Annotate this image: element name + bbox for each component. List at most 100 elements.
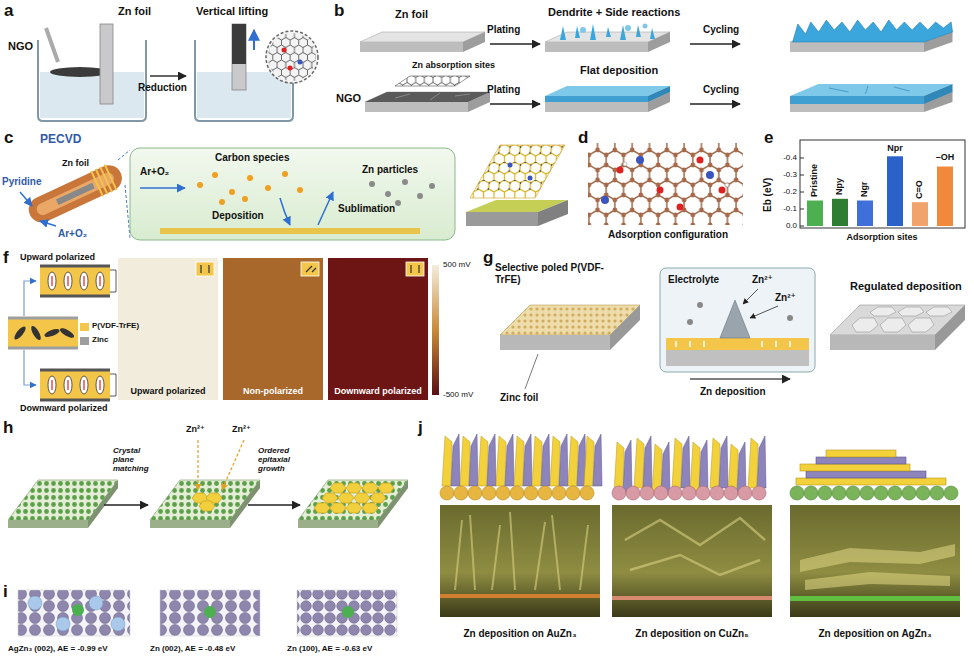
tick-label: –OH: [936, 152, 955, 162]
legend-text: Zinc: [92, 335, 108, 344]
growth-schematic: [454, 486, 468, 500]
sem-image: [440, 594, 600, 598]
sem-image: [790, 596, 960, 601]
adsorption-lattice: [601, 196, 609, 204]
growth-schematic: [468, 486, 482, 500]
deposition-mechanism: [687, 302, 793, 325]
growth-schematic: [440, 486, 454, 500]
chamber: [297, 187, 303, 193]
graphene-sheet: [466, 145, 568, 226]
deposition-mechanism: [666, 350, 809, 366]
growth-schematic: [738, 486, 752, 500]
inset-graphene: [298, 60, 303, 65]
annotation: Regulated deposition: [850, 280, 962, 293]
growth-schematic: [442, 434, 460, 486]
pecvd-tube: [35, 171, 116, 217]
panel-letter: i: [3, 582, 8, 602]
annotation: Ordered epitaxial growth: [258, 446, 300, 474]
bar-chart: [857, 201, 873, 227]
annotation: Plating: [487, 24, 520, 36]
regulated-zinc-slab: [908, 318, 934, 332]
epitaxial-slab: [314, 503, 330, 513]
adsorption-lattice: [719, 187, 726, 194]
zn-foil-slab: [360, 32, 485, 52]
epitaxial-slab: [378, 483, 394, 493]
deposition-mechanism: [666, 338, 809, 350]
chamber: [265, 185, 271, 191]
kpfm-image: [201, 265, 419, 273]
chamber: [130, 148, 455, 240]
polarization-schematic: [8, 318, 78, 348]
growth-schematic: [804, 486, 818, 500]
growth-schematic: [640, 486, 654, 500]
tick-label: -0.2: [783, 187, 797, 196]
bar-chart: [912, 202, 928, 226]
flat-deposit-slab: [648, 86, 670, 102]
growth-schematic: [800, 464, 910, 471]
polarization-schematic: [29, 325, 42, 342]
lattice-image: [18, 590, 130, 636]
epitaxial-slab: [346, 503, 362, 513]
pecvd-tube: [25, 161, 127, 227]
inset-graphene: [282, 48, 287, 53]
graphene-sheet: [466, 212, 538, 226]
legend-swatch: [80, 337, 89, 345]
growth-schematic: [672, 436, 690, 488]
regulated-zinc-slab: [898, 307, 924, 316]
epitaxial-slab: [322, 493, 338, 503]
deposition-mechanism: [690, 378, 790, 380]
dendrite-slab: [625, 25, 631, 31]
deposition-mechanism: [676, 341, 790, 347]
annotation: Cycling: [703, 84, 739, 96]
process-arrow: [690, 43, 740, 45]
deposition-mechanism: [787, 315, 793, 321]
nucleation-slab: [199, 501, 215, 511]
growth-schematic: [496, 434, 514, 486]
chamber: [385, 191, 391, 197]
flat-deposit-slab: [829, 86, 910, 94]
tick-label: -500 mV: [443, 390, 473, 399]
beaker-left: [40, 72, 144, 118]
growth-schematic: [654, 486, 668, 500]
annotation: Zn foil: [62, 158, 89, 168]
growth-schematic: [514, 434, 532, 486]
inset-graphene: [266, 31, 318, 83]
dendrite-slab: [793, 20, 953, 42]
nucleation-slab: [150, 480, 260, 528]
growth-schematic: [874, 486, 888, 500]
process-arrow: [248, 504, 300, 506]
bar-chart: [937, 167, 953, 227]
regulated-zinc-slab: [852, 318, 878, 332]
growth-schematic: [612, 486, 766, 500]
epitaxial-slab: [298, 480, 408, 528]
polarization-schematic: [24, 350, 36, 385]
process-arrow: [104, 504, 148, 506]
lattice-image: [56, 617, 70, 631]
growth-schematic: [902, 486, 916, 500]
annotation: NGO: [336, 92, 361, 105]
chamber: [197, 171, 303, 205]
graphene-sheet: [538, 200, 568, 226]
beaker-left: [100, 24, 113, 104]
annotation: PECVD: [40, 133, 81, 147]
caption: AgZn₃ (002), AE = -0.99 eV: [8, 644, 108, 653]
polarization-schematic: [8, 318, 78, 348]
panel-letter: c: [4, 128, 13, 148]
lattice-image: [18, 590, 397, 636]
epitaxial-slab: [346, 483, 362, 493]
tick-label: C=O: [914, 180, 924, 199]
growth-schematic: [752, 486, 766, 500]
annotation: Zn foil: [118, 5, 151, 18]
ion-arrow: [197, 440, 198, 490]
growth-schematic: [796, 450, 946, 485]
caption: Zn (100), AE = -0.63 eV: [287, 644, 372, 653]
adsorption-lattice: [697, 157, 704, 164]
growth-schematic: [826, 450, 896, 457]
chamber: [219, 199, 225, 205]
annotation: Zn absorption sites: [412, 60, 495, 70]
zoom-line: [118, 150, 130, 238]
adsorption-lattice: [617, 157, 726, 211]
annotation: Flat deposition: [580, 64, 658, 77]
annotation: Zn particles: [362, 164, 418, 176]
